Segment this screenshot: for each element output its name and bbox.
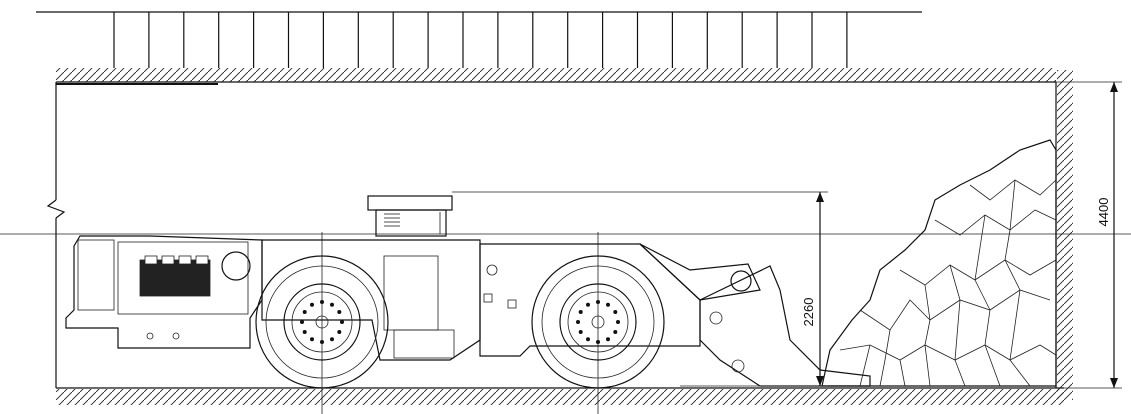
center-lines xyxy=(0,232,1131,414)
underground-loader xyxy=(65,195,871,389)
center-body xyxy=(261,239,481,361)
dimension-tunnel-height: 4400 xyxy=(1056,81,1122,389)
bucket xyxy=(699,265,871,387)
dimension-4400-label: 4400 xyxy=(1096,198,1111,227)
dimension-loader-height: 2260 xyxy=(452,191,828,387)
left-break-line xyxy=(46,82,66,388)
roof-support-timbers xyxy=(36,11,922,68)
dimension-2260-label: 2260 xyxy=(801,298,816,327)
rock-pile xyxy=(821,139,1057,387)
tunnel-end-wall xyxy=(1055,70,1073,400)
front-wheel xyxy=(531,255,665,389)
rear-wheel xyxy=(255,255,389,389)
engine xyxy=(139,255,211,297)
operator-canopy xyxy=(367,195,453,237)
boom-arm xyxy=(639,243,761,301)
tunnel-roof xyxy=(56,68,1056,85)
tunnel-floor xyxy=(56,387,1064,405)
